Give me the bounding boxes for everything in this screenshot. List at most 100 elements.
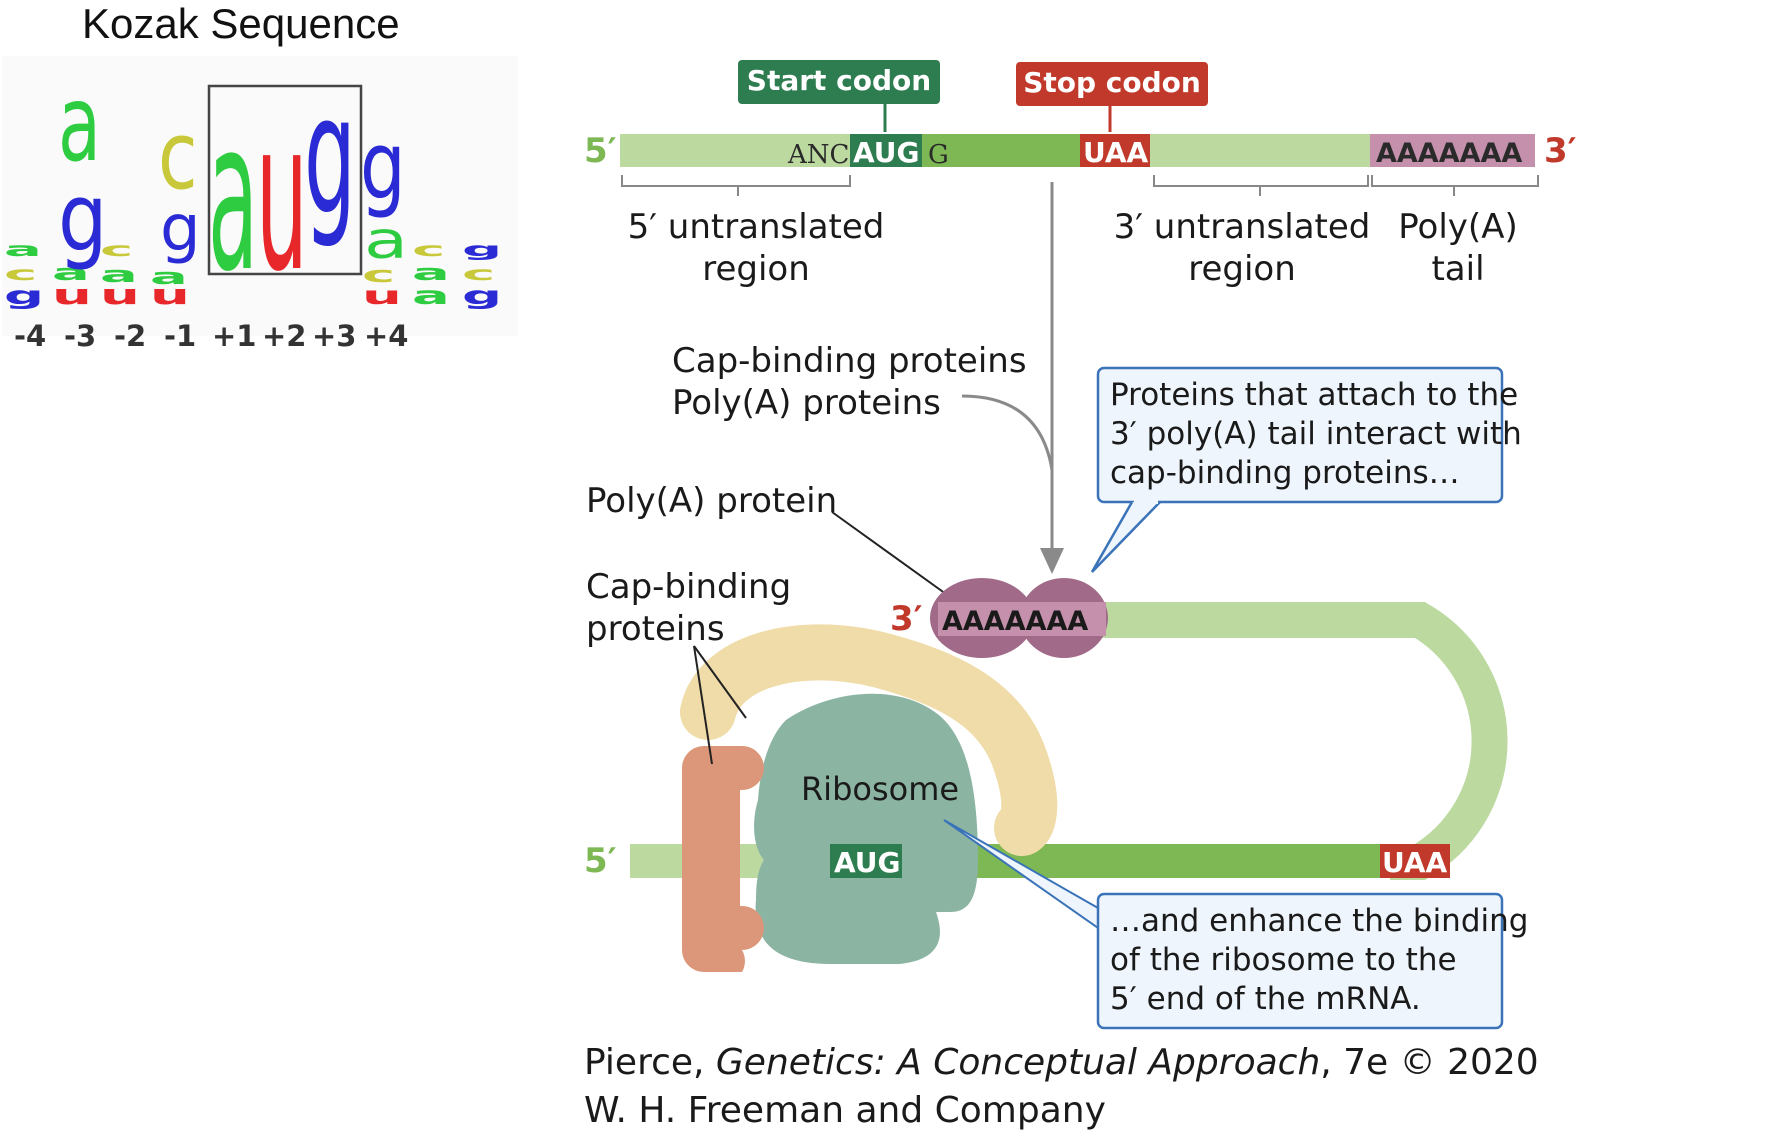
logo-letter: a — [412, 260, 450, 286]
uaa-codon: UAA — [1083, 136, 1149, 169]
cap-binding-protein-arc — [680, 624, 1058, 856]
logo-letter: u — [52, 279, 92, 311]
polya-bracket — [1371, 175, 1539, 196]
position-label: -2 — [114, 319, 146, 353]
credit-author: Pierce, — [584, 1042, 716, 1083]
logo-letter-c: c — [158, 101, 198, 211]
loop-polya-box — [938, 602, 1106, 636]
utr5-bracket — [621, 175, 851, 196]
polya-label-line2: tail — [1431, 249, 1484, 289]
logo-letter: c — [4, 262, 37, 285]
callout2-line2: of the ribosome to the — [1110, 942, 1457, 978]
credit: Pierce, Genetics: A Conceptual Approach,… — [584, 1042, 1539, 1131]
position-label: +4 — [364, 319, 408, 353]
aug-codon: AUG — [853, 136, 920, 169]
aug-codon-box — [850, 134, 922, 167]
position-label: -1 — [164, 319, 196, 353]
callout1-line3: cap-binding proteins… — [1110, 455, 1460, 491]
linear-mrna: 5′ ANC AUG G UAA AAAAAAA 3′ Start codon … — [584, 60, 1577, 289]
callout-box-2 — [1096, 892, 1504, 1030]
logo-letter: c — [412, 238, 445, 261]
polya-protein-leader — [831, 511, 947, 595]
cap-poly-label-line2: Poly(A) proteins — [672, 383, 941, 423]
lower-aug-codon: AUG — [834, 846, 901, 879]
sequence-logo: g c a u a u a c u a u c a a c g c g a g … — [2, 56, 518, 353]
anc-text: ANC — [787, 140, 849, 170]
callout1-line2: 3′ poly(A) tail interact with — [1110, 416, 1522, 452]
polya-label-line1: Poly(A) — [1398, 207, 1517, 247]
logo-letter: a — [100, 262, 138, 288]
capbind-label-line1: Cap-binding — [586, 567, 791, 607]
polya-tail-text: AAAAAAA — [1376, 138, 1522, 169]
capbind-label-line2: proteins — [586, 609, 725, 649]
credit-edition: , 7e © 2020 — [1320, 1042, 1538, 1083]
logo-letter-a: a — [208, 77, 258, 318]
cap-binding-protein-orange — [682, 746, 764, 972]
logo-letter-a: a — [58, 64, 101, 186]
ribosome — [754, 693, 978, 964]
logo-letter-g: g — [360, 111, 406, 221]
curved-arrow — [961, 394, 1054, 471]
aug-box — [207, 84, 363, 276]
logo-letter: a — [4, 238, 42, 261]
logo-letter-g: g — [58, 164, 108, 273]
lower-uaa-codon: UAA — [1382, 846, 1448, 879]
five-prime-label: 5′ — [584, 131, 617, 171]
logo-letter-g: g — [160, 192, 201, 266]
logo-letter: a — [150, 264, 188, 290]
position-label: -4 — [14, 319, 46, 353]
logo-letter: g — [462, 238, 502, 261]
logo-letter: u — [362, 281, 402, 310]
logo-letter: c — [462, 262, 495, 285]
logo-positions: -4 -3 -2 -1 +1 +2 +3 +4 — [14, 319, 408, 353]
callout-pointer-mask-1 — [1134, 498, 1158, 504]
logo-letter: g — [462, 281, 502, 310]
utr3-label-line1: 3′ untranslated — [1114, 207, 1371, 247]
g-nucleotide: G — [928, 140, 949, 170]
position-label: +2 — [262, 319, 306, 353]
credit-line1: Pierce, Genetics: A Conceptual Approach,… — [584, 1042, 1539, 1083]
loop-polya-text: AAAAAAA — [942, 606, 1088, 637]
logo-letter: a — [412, 281, 450, 310]
utr3-label-line2: region — [1188, 249, 1296, 289]
loop-three-prime-label: 3′ — [890, 599, 923, 639]
utr5-label-line2: region — [702, 249, 810, 289]
position-label: +3 — [312, 319, 356, 353]
logo-letter: a — [52, 260, 90, 286]
position-label: +1 — [212, 319, 256, 353]
logo-large-letters: a g c g a u g g a — [58, 61, 408, 317]
cap-poly-label-line1: Cap-binding proteins — [672, 341, 1027, 381]
lower-five-prime-label: 5′ — [584, 841, 617, 881]
utr3-bracket — [1153, 175, 1369, 196]
ribosome-label: Ribosome — [801, 770, 959, 808]
logo-letter: u — [150, 279, 190, 311]
utr5-label-line1: 5′ untranslated — [628, 207, 885, 247]
logo-letter-u: u — [256, 77, 308, 318]
callout1-line1: Proteins that attach to the — [1110, 377, 1518, 413]
start-codon-tag — [738, 60, 940, 104]
three-prime-label: 3′ — [1544, 131, 1577, 171]
stop-codon-label: Stop codon — [1023, 66, 1201, 99]
capbind-leader-1 — [693, 645, 747, 719]
logo-letter: c — [362, 262, 395, 288]
logo-letter-a: a — [364, 211, 408, 270]
callout2-line1: …and enhance the binding — [1110, 903, 1528, 939]
polya-tail-box — [1370, 134, 1535, 167]
mrna-loop — [1100, 602, 1508, 880]
credit-book-title: Genetics: A Conceptual Approach — [716, 1042, 1320, 1083]
callout-box-1 — [1096, 366, 1504, 504]
logo-background — [2, 56, 518, 336]
credit-line2: W. H. Freeman and Company — [584, 1090, 1106, 1131]
lower-aug-box — [830, 844, 902, 878]
position-label: -3 — [64, 319, 96, 353]
uaa-codon-box — [1080, 134, 1150, 167]
polya-protein-label: Poly(A) protein — [586, 481, 837, 521]
lower-uaa-box — [1380, 844, 1450, 878]
logo-letter: u — [100, 279, 140, 311]
stop-codon-tag — [1016, 62, 1208, 106]
kozak-title: Kozak Sequence — [82, 0, 400, 47]
logo-bottom-row: g c a u a u a c u a u c a a c g c g — [4, 238, 502, 311]
logo-letter-g: g — [304, 61, 356, 251]
logo-letter: g — [4, 281, 44, 310]
